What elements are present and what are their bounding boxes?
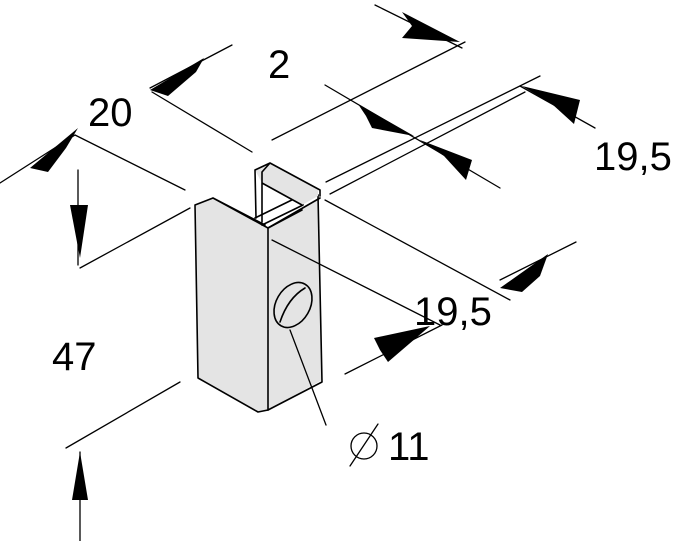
dim-label-hole: 11: [388, 425, 430, 469]
arrow-height-up: [72, 452, 88, 500]
dim-label-47: 47: [52, 335, 97, 379]
hole-outline: [273, 281, 313, 329]
arrow-depth-top-2: [420, 140, 472, 180]
dimension-depth-side: 19,5: [271, 199, 577, 375]
back-flange-outline: [254, 162, 321, 223]
left-flange-outline: [194, 197, 269, 413]
arrow-depth-top-1: [358, 104, 414, 136]
web-face: [268, 200, 322, 410]
arrow-depth-top-3: [522, 86, 580, 124]
left-flange-face: [195, 198, 268, 412]
arrow-thickness-left: [150, 58, 204, 96]
dim-label-20: 20: [88, 91, 133, 135]
arrow-width-left: [30, 128, 78, 172]
dimension-hole: 11: [289, 329, 430, 469]
arrow-thickness-right: [402, 12, 460, 42]
dimension-thickness: 2: [149, 4, 466, 153]
diameter-symbol-slash: [349, 423, 379, 467]
dimension-width: 20: [0, 91, 191, 269]
dimension-height: 47: [52, 335, 181, 541]
arrow-depth-side-1: [500, 254, 548, 292]
bracket-part: [194, 162, 323, 413]
diameter-symbol-circle: [350, 432, 378, 460]
dim-label-19-5-side: 19,5: [414, 290, 492, 334]
back-flange-face: [255, 163, 318, 205]
hole-inner-edge: [279, 287, 306, 323]
dim-label-19-5-top: 19,5: [594, 135, 672, 179]
dim-label-2: 2: [268, 43, 290, 87]
dimension-depth-top: 19,5: [324, 75, 672, 195]
arrow-depth-side-2: [374, 326, 430, 362]
arrow-width-down: [70, 205, 88, 258]
